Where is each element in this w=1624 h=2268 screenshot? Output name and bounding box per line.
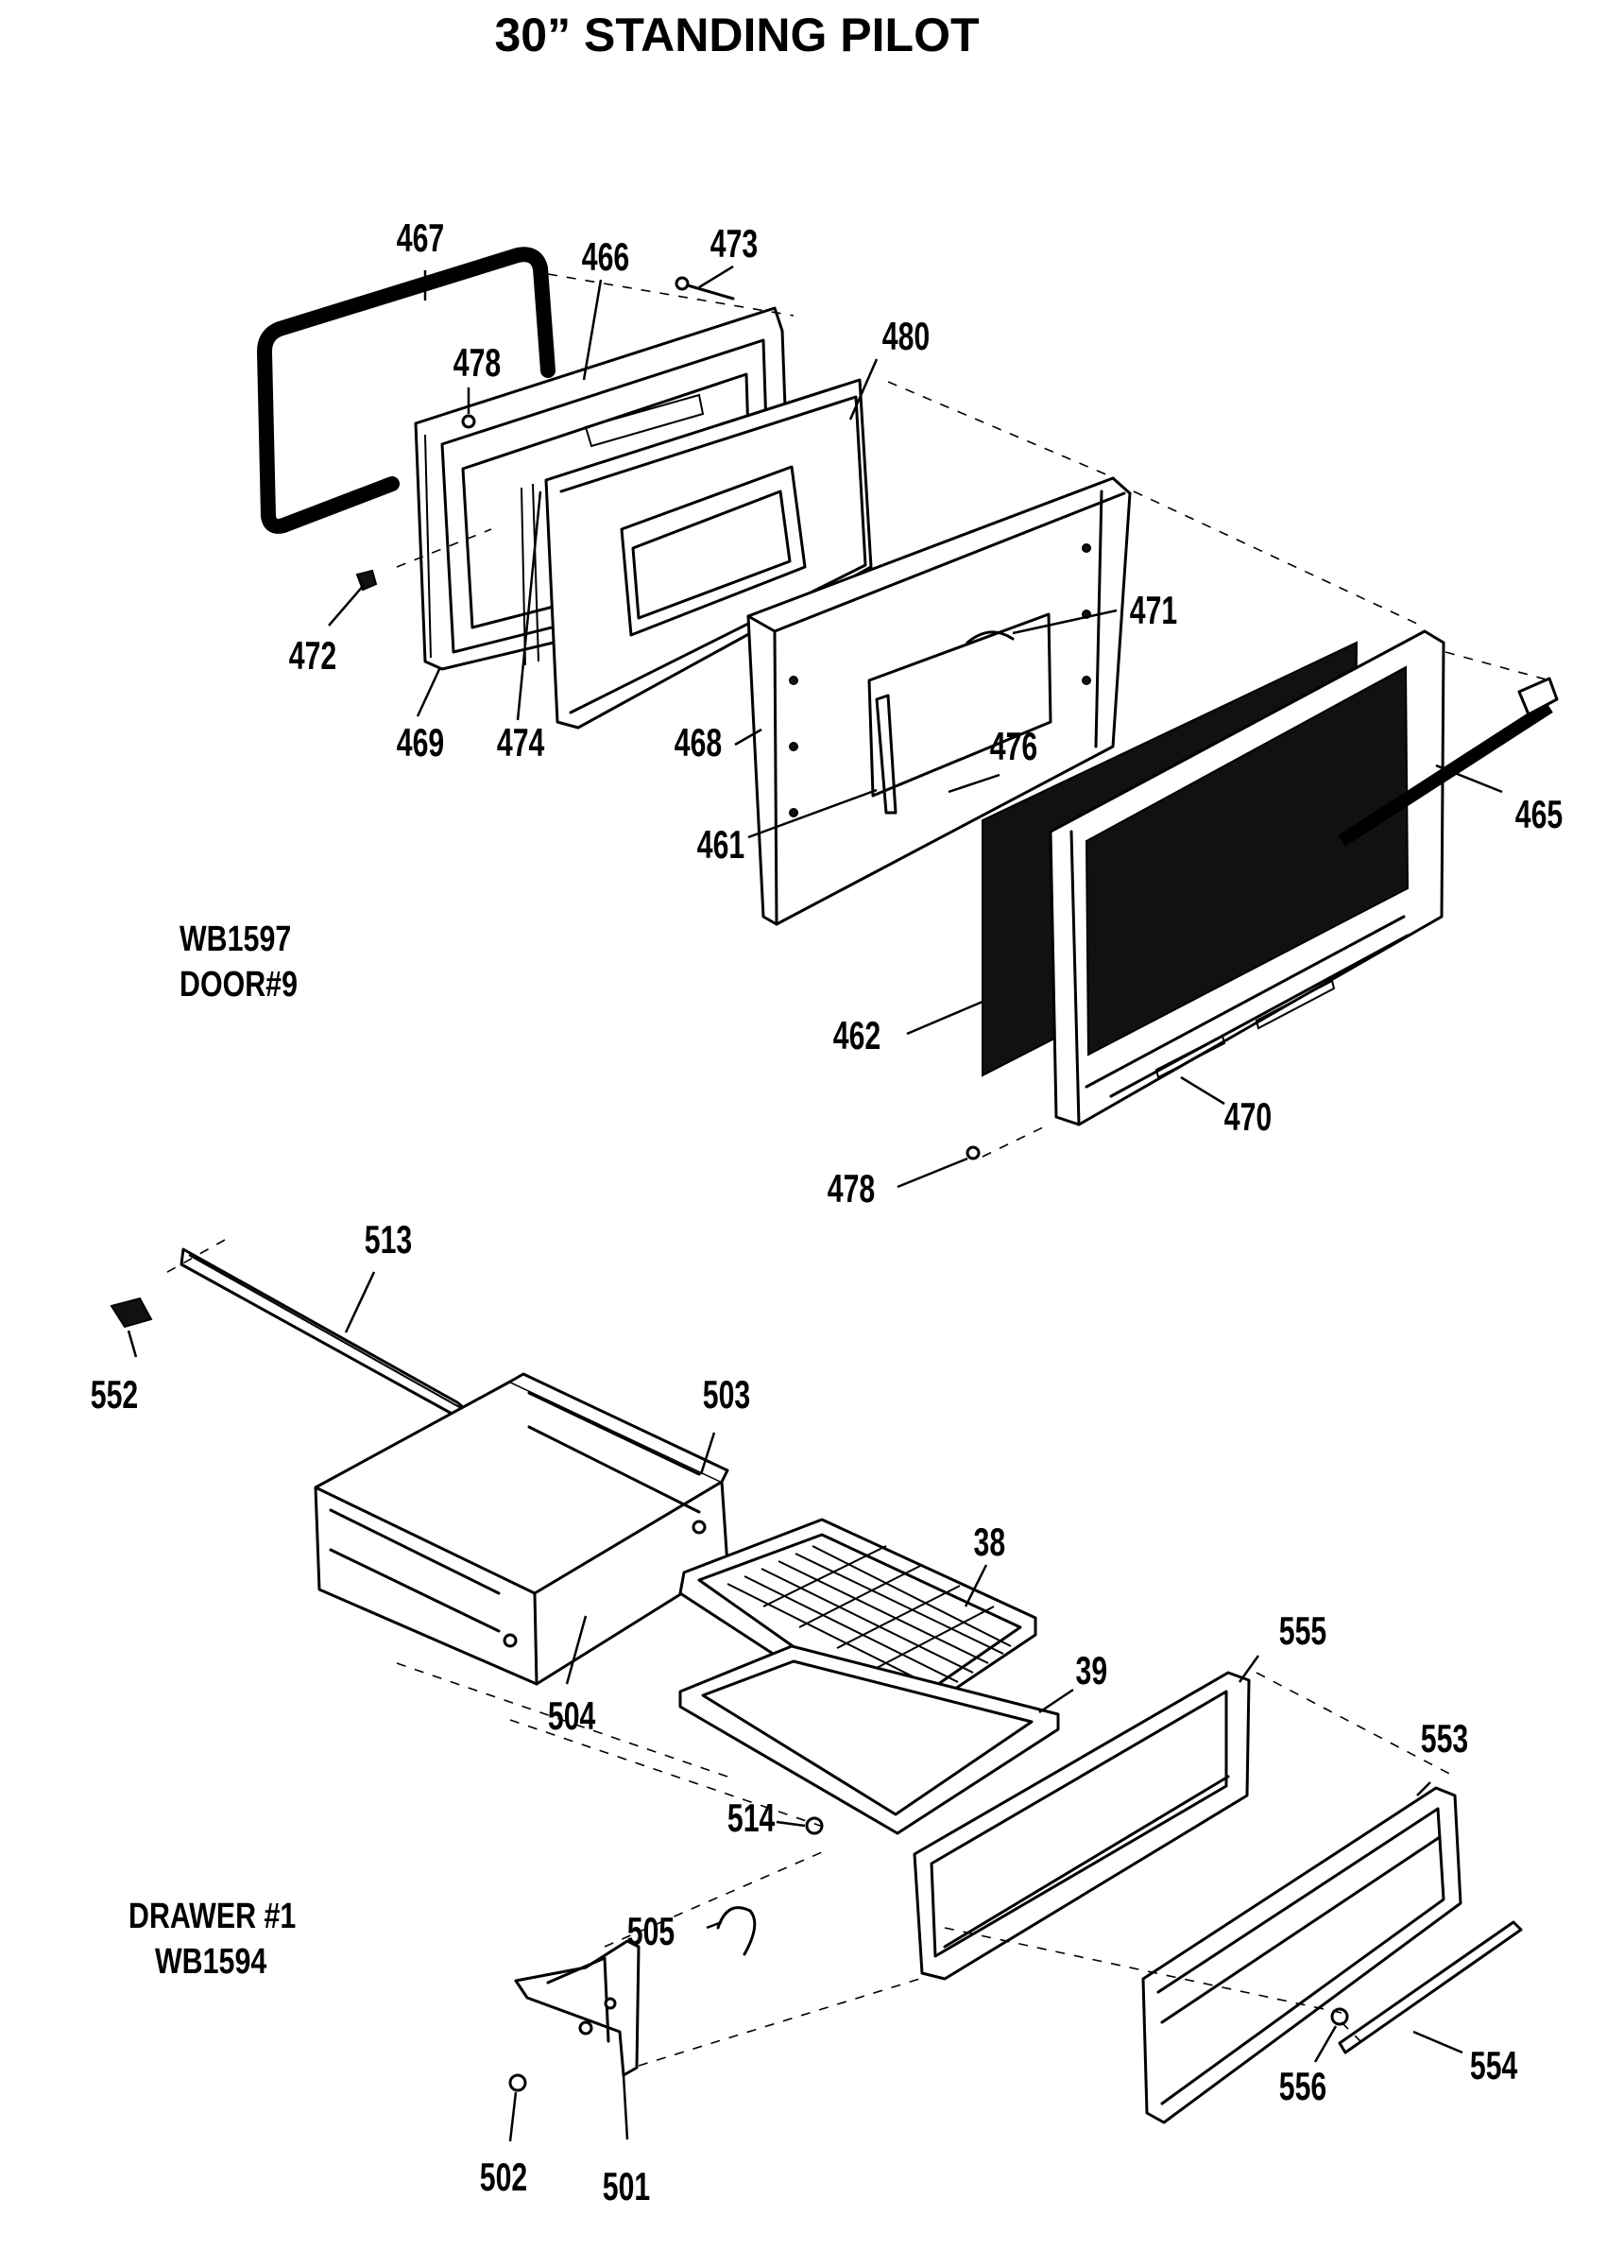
label-469: 469 [397,720,444,765]
label-502: 502 [480,2155,527,2199]
label-465: 465 [1515,792,1563,836]
part-465-handle-rail[interactable] [1338,677,1559,847]
drawer-group-name: DRAWER #1 [128,1897,296,1936]
part-480-outer-door-panel[interactable] [521,378,873,730]
part-556-screw[interactable] [1330,2007,1349,2026]
label-501: 501 [603,2164,650,2208]
part-468-inner-panel[interactable] [746,476,1132,926]
part-503-drawer-body[interactable] [314,1372,729,1686]
label-552: 552 [91,1372,138,1417]
label-462: 462 [833,1013,880,1057]
label-553: 553 [1421,1716,1468,1761]
drawer-leader-lines [127,1271,1463,2142]
part-473-screw[interactable] [675,276,735,301]
part-554-trim-strip[interactable] [1338,1920,1523,2054]
part-555-drawer-front[interactable] [913,1671,1251,1981]
label-468: 468 [675,720,722,765]
part-552-roller[interactable] [110,1297,153,1329]
part-513-drawer-slide[interactable] [179,1247,470,1419]
label-513: 513 [365,1217,412,1262]
door-assembly [257,247,1559,1160]
label-461: 461 [697,822,744,867]
drawer-group-model: WB1594 [155,1942,266,1982]
label-38: 38 [974,1520,1006,1564]
label-504: 504 [548,1693,596,1738]
label-466: 466 [582,234,629,279]
door-leader-lines [328,265,1503,1189]
label-505: 505 [627,1909,675,1953]
door-part-labels: 467 466 473 478 480 472 469 474 471 468 … [289,215,1563,1211]
label-503: 503 [703,1372,750,1417]
door-group-model: WB1597 [179,919,291,959]
label-472: 472 [289,633,336,678]
part-505-spring[interactable] [716,1906,757,1956]
part-553-drawer-panel[interactable] [1141,1786,1462,2124]
part-502-nut[interactable] [508,2073,527,2092]
label-471: 471 [1130,588,1177,632]
label-556: 556 [1279,2064,1326,2108]
part-478-screw[interactable] [461,414,476,429]
label-514: 514 [727,1796,776,1840]
door-group-name: DOOR#9 [179,965,298,1005]
label-478-lower: 478 [828,1166,875,1211]
label-467: 467 [397,215,444,260]
label-473: 473 [710,221,758,266]
label-555: 555 [1279,1608,1326,1653]
label-39: 39 [1076,1648,1108,1692]
part-478-screw-lower[interactable] [966,1145,981,1160]
part-38-broiler-grille[interactable] [678,1518,1037,1733]
label-470: 470 [1224,1094,1272,1139]
label-480: 480 [882,314,930,358]
part-472-clip[interactable] [355,569,378,592]
page-title: 30” STANDING PILOT [494,9,980,61]
part-39-broiler-pan[interactable] [678,1644,1060,1835]
label-478: 478 [453,340,501,385]
label-476: 476 [990,724,1037,768]
label-554: 554 [1470,2043,1518,2088]
part-501-bracket[interactable] [514,1939,641,2077]
drawer-assembly [110,1239,1523,2124]
part-470-outer-door-frame[interactable] [1049,629,1445,1126]
drawer-part-labels: 513 552 503 38 555 504 39 553 514 505 55… [91,1217,1518,2208]
label-474: 474 [497,720,545,765]
part-467-door-gasket[interactable] [257,247,556,534]
